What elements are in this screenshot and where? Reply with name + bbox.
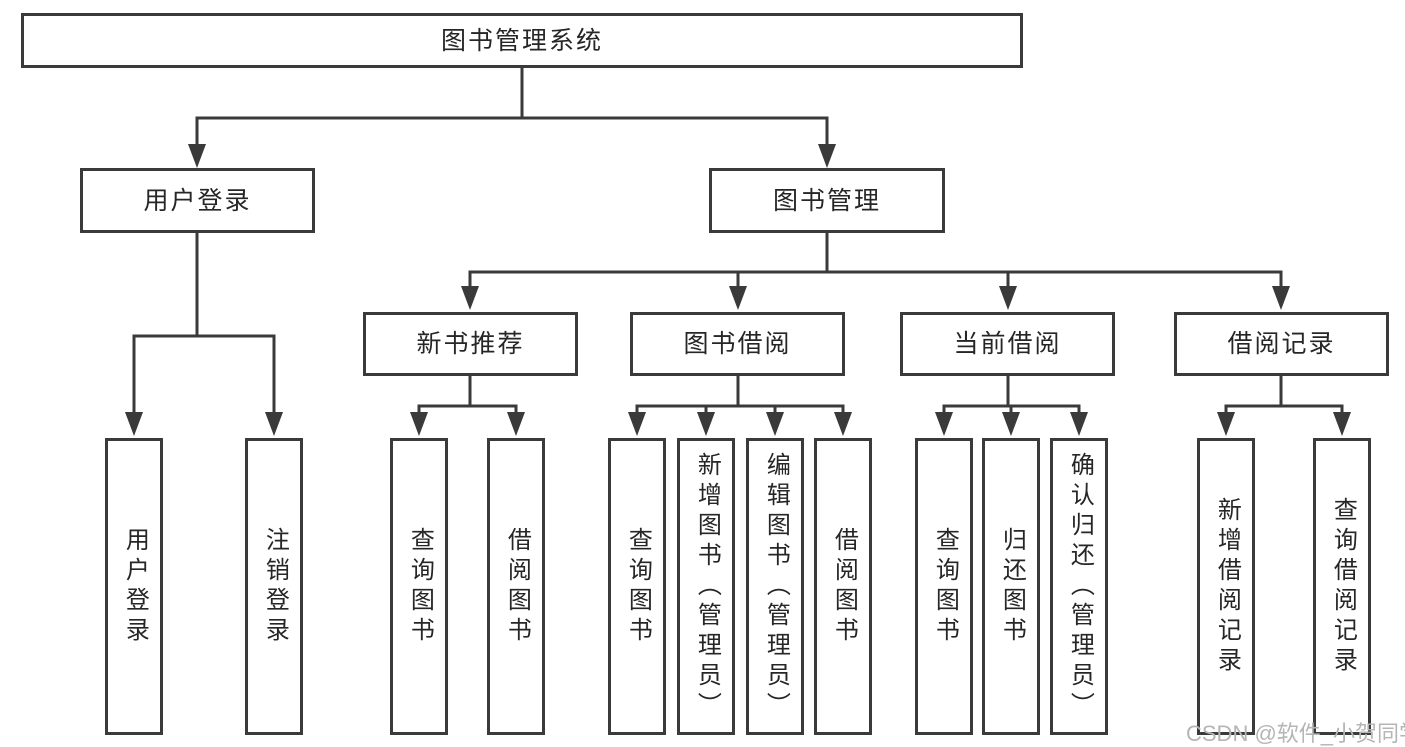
leaf-add-book-admin: 新增图书（管理员） [677, 438, 735, 735]
leaf-borrow-books-recommend: 借阅图书 [487, 438, 545, 735]
leaf-query-borrow-record: 查询借阅记录 [1313, 438, 1371, 735]
leaf-return-books: 归还图书 [982, 438, 1040, 735]
node-current-borrowing: 当前借阅 [900, 312, 1115, 376]
leaf-query-books-recommend: 查询图书 [390, 438, 448, 735]
node-library-management-system: 图书管理系统 [21, 13, 1023, 68]
node-borrowing-records: 借阅记录 [1174, 312, 1389, 376]
leaf-borrow-books: 借阅图书 [814, 438, 872, 735]
node-book-borrowing: 图书借阅 [630, 312, 845, 376]
node-book-management-branch: 图书管理 [709, 168, 945, 233]
leaf-query-books-current: 查询图书 [915, 438, 973, 735]
leaf-edit-book-admin: 编辑图书（管理员） [746, 438, 804, 735]
leaf-query-books-borrowing: 查询图书 [608, 438, 666, 735]
leaf-confirm-return-admin: 确认归还（管理员） [1050, 438, 1108, 735]
csdn-watermark: CSDN @软件_小贺同学 [1186, 721, 1405, 746]
leaf-user-login: 用户登录 [105, 438, 163, 735]
node-user-login-branch: 用户登录 [80, 168, 315, 233]
leaf-add-borrow-record: 新增借阅记录 [1197, 438, 1255, 735]
node-new-book-recommendation: 新书推荐 [363, 312, 578, 376]
leaf-logout: 注销登录 [245, 438, 303, 735]
